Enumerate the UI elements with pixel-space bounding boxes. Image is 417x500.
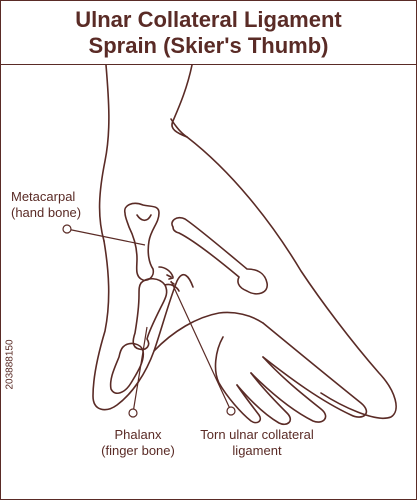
torn-ligament-label-line2: ligament xyxy=(232,443,282,458)
torn-ligament-upper xyxy=(158,266,174,278)
ligament-leader xyxy=(170,280,232,412)
phalanx-label-line1: Phalanx xyxy=(114,427,162,442)
finger-ring-outline xyxy=(236,372,292,426)
index-metacarpal-bone xyxy=(171,216,268,295)
proximal-phalanx-bone xyxy=(132,277,168,351)
metacarpal-leader xyxy=(66,228,146,246)
thumb-outline xyxy=(92,240,194,411)
stock-id-text: 203888150 xyxy=(4,339,16,390)
hand-back-outline xyxy=(186,136,397,419)
title-box: Ulnar Collateral Ligament Sprain (Skier'… xyxy=(1,1,416,65)
thumb-web-outline xyxy=(153,311,264,352)
torn-ligament-label-line1: Torn ulnar collateral xyxy=(200,427,314,442)
distal-phalanx-bone xyxy=(109,342,145,395)
phalanx-leader xyxy=(132,326,148,414)
torn-ligament-label: Torn ulnar collateral ligament xyxy=(187,427,327,459)
stock-id: 203888150 xyxy=(3,301,17,431)
thumb-metacarpal-bone xyxy=(123,202,160,282)
finger-middle-outline xyxy=(250,356,327,423)
finger-little-outline xyxy=(214,336,262,424)
wrist-outline-left xyxy=(98,64,110,242)
metacarpal-label: Metacarpal (hand bone) xyxy=(11,189,81,221)
thumb-metacarpal-detail xyxy=(136,214,152,222)
phalanx-marker xyxy=(128,408,138,418)
title-line-2: Sprain (Skier's Thumb) xyxy=(88,33,329,58)
metacarpal-label-line1: Metacarpal xyxy=(11,189,76,204)
phalanx-label-line2: (finger bone) xyxy=(101,443,175,458)
metacarpal-label-line2: (hand bone) xyxy=(11,205,82,220)
phalanx-label: Phalanx (finger bone) xyxy=(93,427,183,459)
wrist-outline-right xyxy=(171,64,193,138)
metacarpal-marker xyxy=(62,224,72,234)
ligament-marker xyxy=(226,406,236,416)
finger-index-outline xyxy=(262,322,368,418)
title-line-1: Ulnar Collateral Ligament xyxy=(75,7,342,32)
wrist-crease xyxy=(170,118,188,138)
